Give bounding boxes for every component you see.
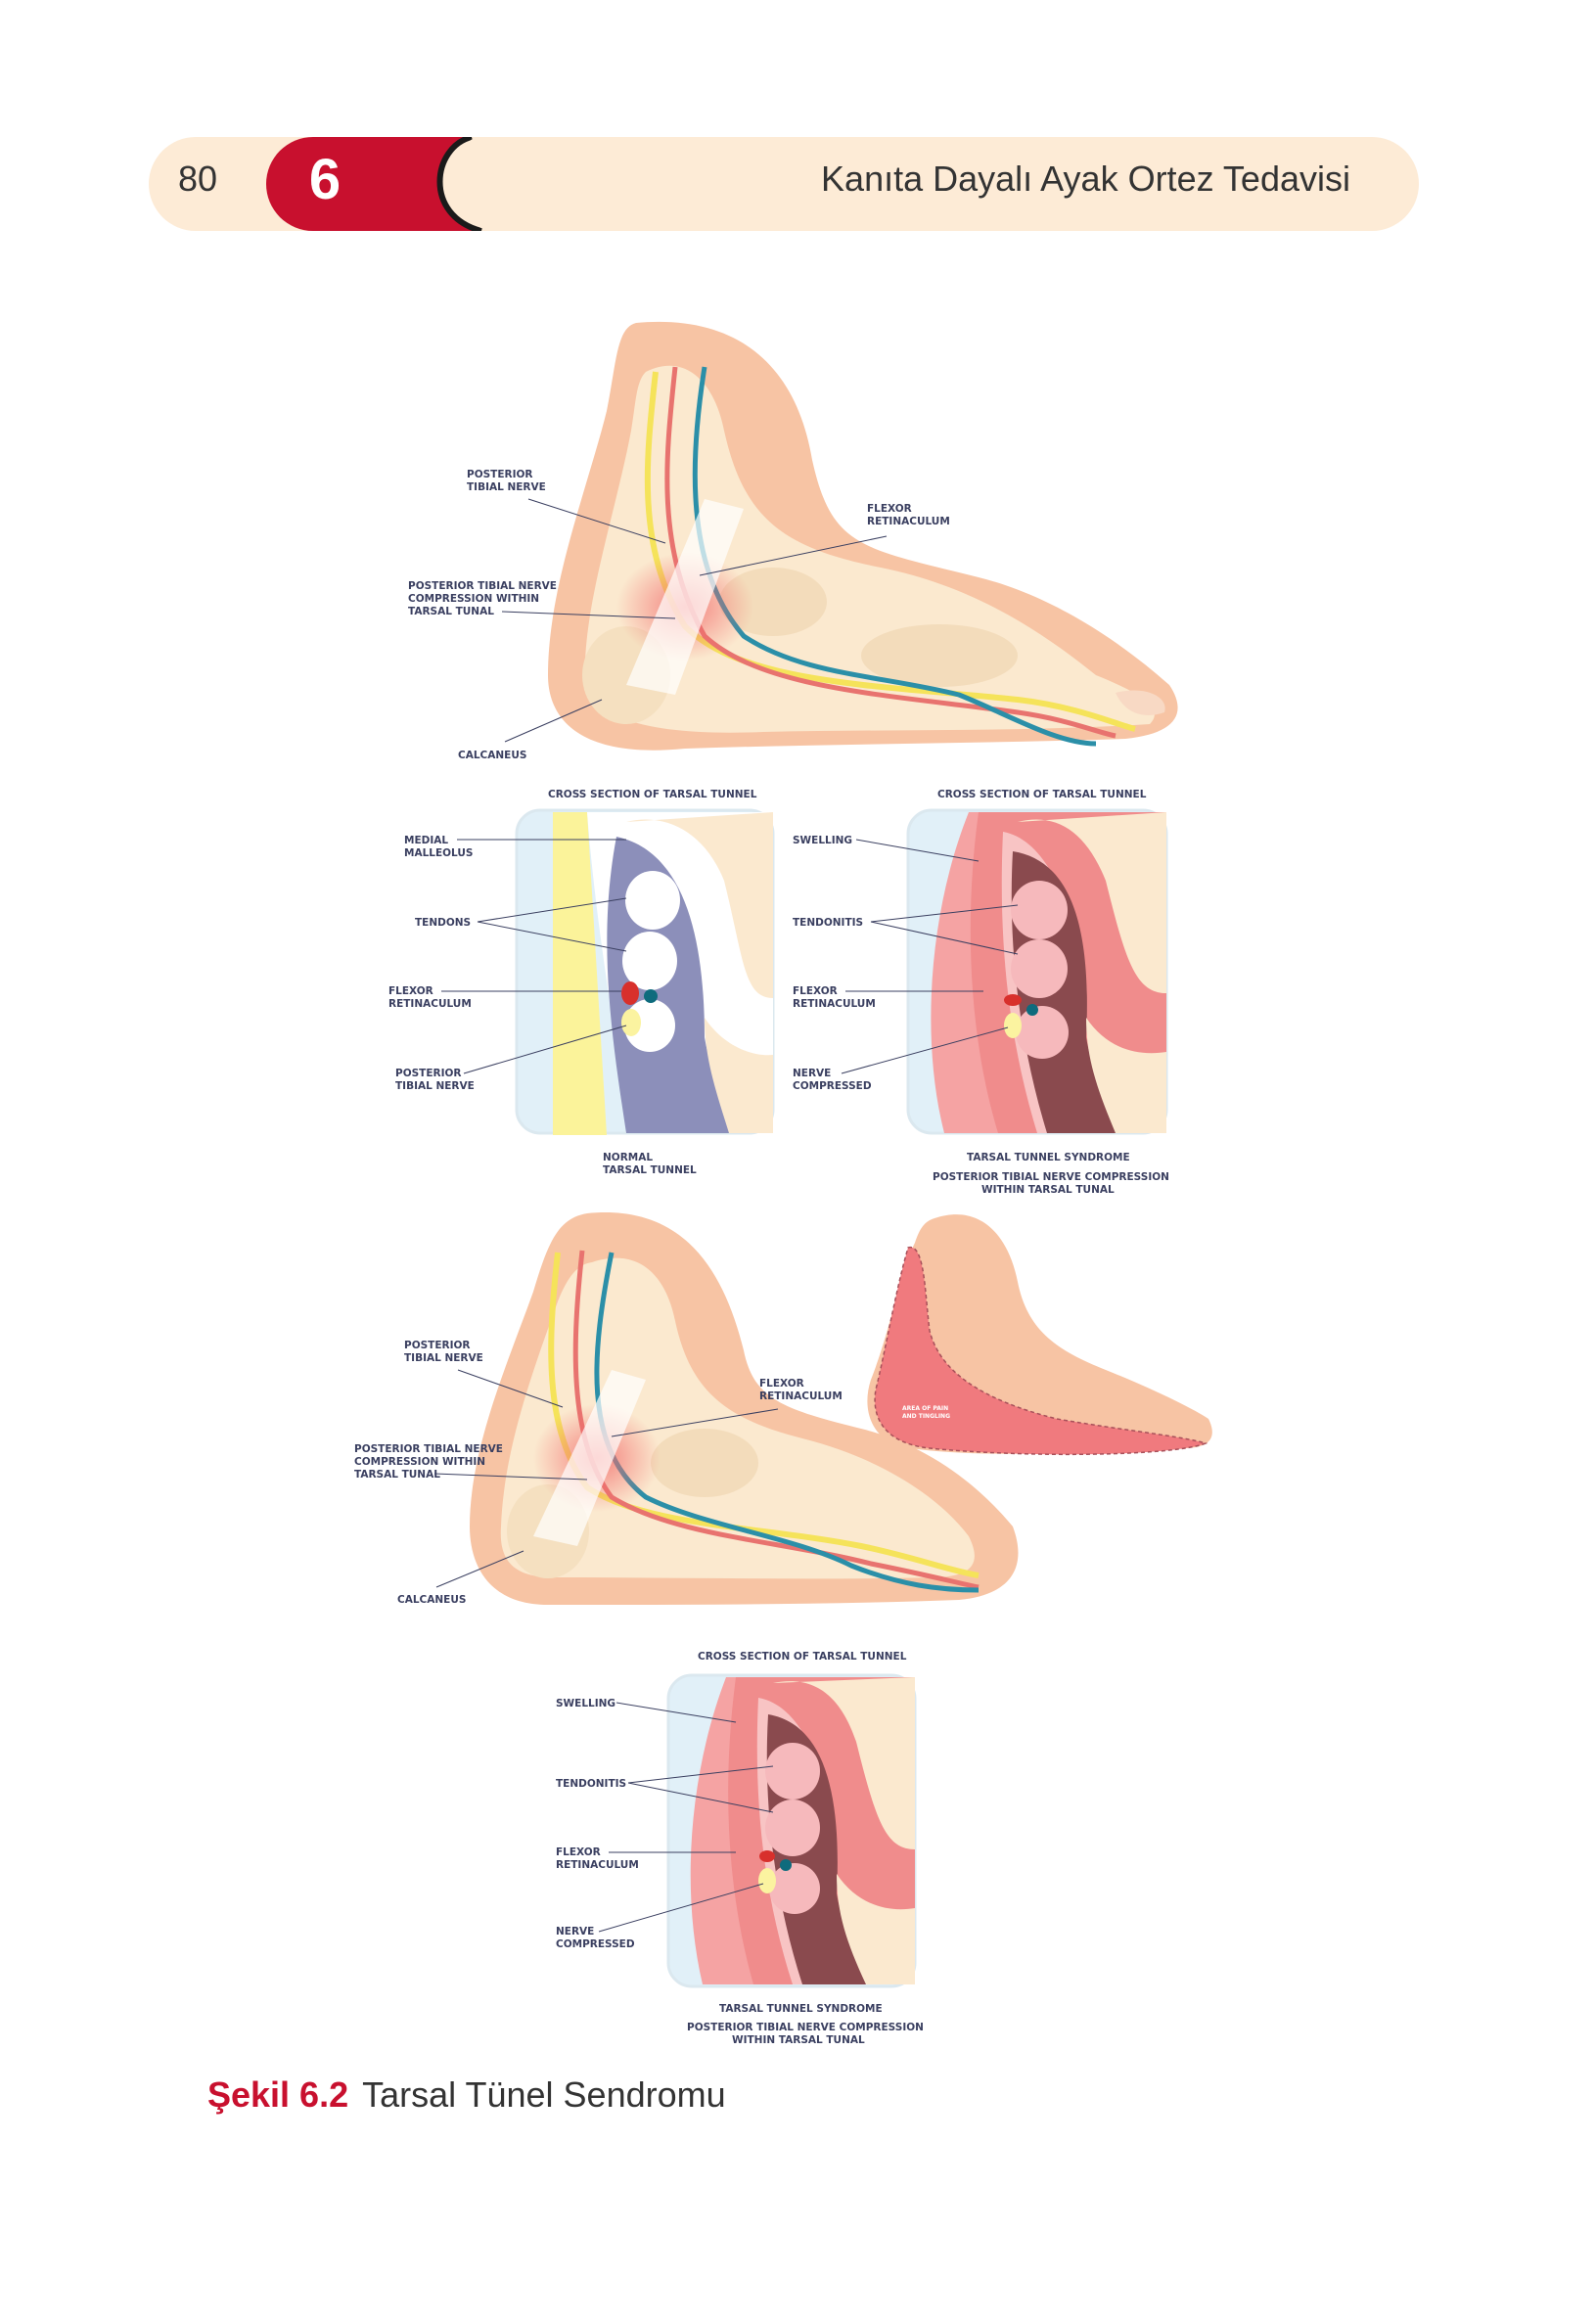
section-syndrome-labels: SWELLING TENDONITIS FLEXOR RETINACULUM N… — [793, 835, 1019, 1092]
svg-text:COMPRESSED: COMPRESSED — [556, 1938, 635, 1950]
foot1-labels: POSTERIOR TIBIAL NERVE FLEXOR RETINACULU… — [408, 469, 950, 761]
chapter-number: 6 — [308, 148, 342, 211]
chapter-tab-curve — [413, 137, 530, 231]
svg-text:TARSAL TUNNEL: TARSAL TUNNEL — [603, 1164, 697, 1176]
figure-number: Şekil 6.2 — [207, 2074, 349, 2115]
cross-section-normal: CROSS SECTION OF TARSAL TUNNEL NORMAL TA… — [515, 789, 775, 1176]
figure-caption: Şekil 6.2 Tarsal Tünel Sendromu — [207, 2074, 726, 2116]
label-flexor-retinaculum-syndrome2: FLEXOR — [556, 1846, 601, 1858]
svg-text:AND TINGLING: AND TINGLING — [902, 1413, 950, 1420]
section-syndrome-caption: TARSAL TUNNEL SYNDROME — [967, 1152, 1130, 1163]
label-calcaneus-2: CALCANEUS — [397, 1594, 466, 1606]
label-flexor-retinaculum-normal: FLEXOR — [388, 985, 433, 997]
label-swelling: SWELLING — [793, 835, 852, 846]
section-normal-heading: CROSS SECTION OF TARSAL TUNNEL — [548, 789, 757, 800]
label-calcaneus: CALCANEUS — [458, 750, 526, 761]
label-tendons: TENDONS — [415, 917, 471, 929]
foot-illustration-2 — [470, 1212, 1019, 1605]
label-swelling-2: SWELLING — [556, 1698, 615, 1709]
label-posterior-tibial-nerve-2: POSTERIOR — [404, 1340, 471, 1351]
foot-illustration-1 — [548, 321, 1178, 751]
svg-text:WITHIN TARSAL TUNAL: WITHIN TARSAL TUNAL — [981, 1184, 1115, 1196]
page-number: 80 — [178, 159, 218, 199]
section-normal-caption: NORMAL — [603, 1152, 653, 1163]
running-title: Kanıta Dayalı Ayak Ortez Tedavisi — [821, 159, 1350, 199]
figure-title: Tarsal Tünel Sendromu — [362, 2074, 726, 2115]
label-compression: POSTERIOR TIBIAL NERVE — [408, 580, 557, 592]
cross-section-syndrome-2: CROSS SECTION OF TARSAL TUNNEL TARSAL TU… — [666, 1651, 924, 2046]
label-flexor-retinaculum-2: FLEXOR — [759, 1378, 804, 1390]
section-syndrome2-heading: CROSS SECTION OF TARSAL TUNNEL — [698, 1651, 907, 1663]
label-compression-2: POSTERIOR TIBIAL NERVE — [354, 1443, 503, 1455]
svg-text:COMPRESSION WITHIN: COMPRESSION WITHIN — [408, 593, 539, 605]
label-nerve-compressed: NERVE — [793, 1068, 831, 1079]
svg-text:RETINACULUM: RETINACULUM — [867, 516, 950, 527]
label-nerve-compressed-2: NERVE — [556, 1926, 594, 1937]
label-medial-malleolus: MEDIAL — [404, 835, 448, 846]
section-syndrome-heading: CROSS SECTION OF TARSAL TUNNEL — [937, 789, 1147, 800]
label-posterior-tibial-nerve-normal: POSTERIOR — [395, 1068, 462, 1079]
pain-area-foot: AREA OF PAIN AND TINGLING — [867, 1214, 1212, 1456]
foot2-labels: POSTERIOR TIBIAL NERVE FLEXOR RETINACULU… — [354, 1340, 843, 1606]
svg-text:RETINACULUM: RETINACULUM — [759, 1390, 843, 1402]
svg-text:POSTERIOR TIBIAL NERVE COMPRES: POSTERIOR TIBIAL NERVE COMPRESSION — [933, 1171, 1169, 1183]
svg-text:RETINACULUM: RETINACULUM — [388, 998, 472, 1010]
label-tendonitis-2: TENDONITIS — [556, 1778, 626, 1790]
svg-text:POSTERIOR TIBIAL NERVE COMPRES: POSTERIOR TIBIAL NERVE COMPRESSION — [687, 2022, 924, 2033]
label-flexor-retinaculum: FLEXOR — [867, 503, 912, 515]
svg-text:MALLEOLUS: MALLEOLUS — [404, 847, 473, 859]
svg-text:TIBIAL NERVE: TIBIAL NERVE — [395, 1080, 475, 1092]
label-tendonitis: TENDONITIS — [793, 917, 863, 929]
page-header: 80 6 Kanıta Dayalı Ayak Ortez Tedavisi — [149, 137, 1419, 231]
label-flexor-retinaculum-syndrome: FLEXOR — [793, 985, 838, 997]
svg-text:COMPRESSION WITHIN: COMPRESSION WITHIN — [354, 1456, 485, 1468]
section-syndrome2-labels: SWELLING TENDONITIS FLEXOR RETINACULUM N… — [556, 1698, 774, 1950]
svg-text:RETINACULUM: RETINACULUM — [793, 998, 876, 1010]
svg-text:TARSAL TUNAL: TARSAL TUNAL — [408, 606, 494, 617]
svg-text:TIBIAL NERVE: TIBIAL NERVE — [467, 481, 546, 493]
cross-section-syndrome: CROSS SECTION OF TARSAL TUNNEL TARSAL TU… — [906, 789, 1169, 1196]
label-posterior-tibial-nerve: POSTERIOR — [467, 469, 533, 480]
svg-text:COMPRESSED: COMPRESSED — [793, 1080, 872, 1092]
svg-text:RETINACULUM: RETINACULUM — [556, 1859, 639, 1871]
section-normal-labels: MEDIAL MALLEOLUS TENDONS FLEXOR RETINACU… — [388, 835, 627, 1092]
section-syndrome2-caption: TARSAL TUNNEL SYNDROME — [719, 2003, 883, 2015]
svg-text:TIBIAL NERVE: TIBIAL NERVE — [404, 1352, 483, 1364]
label-pain-area: AREA OF PAIN — [902, 1405, 948, 1412]
svg-text:TARSAL TUNAL: TARSAL TUNAL — [354, 1469, 440, 1481]
svg-text:WITHIN TARSAL TUNAL: WITHIN TARSAL TUNAL — [732, 2034, 865, 2046]
